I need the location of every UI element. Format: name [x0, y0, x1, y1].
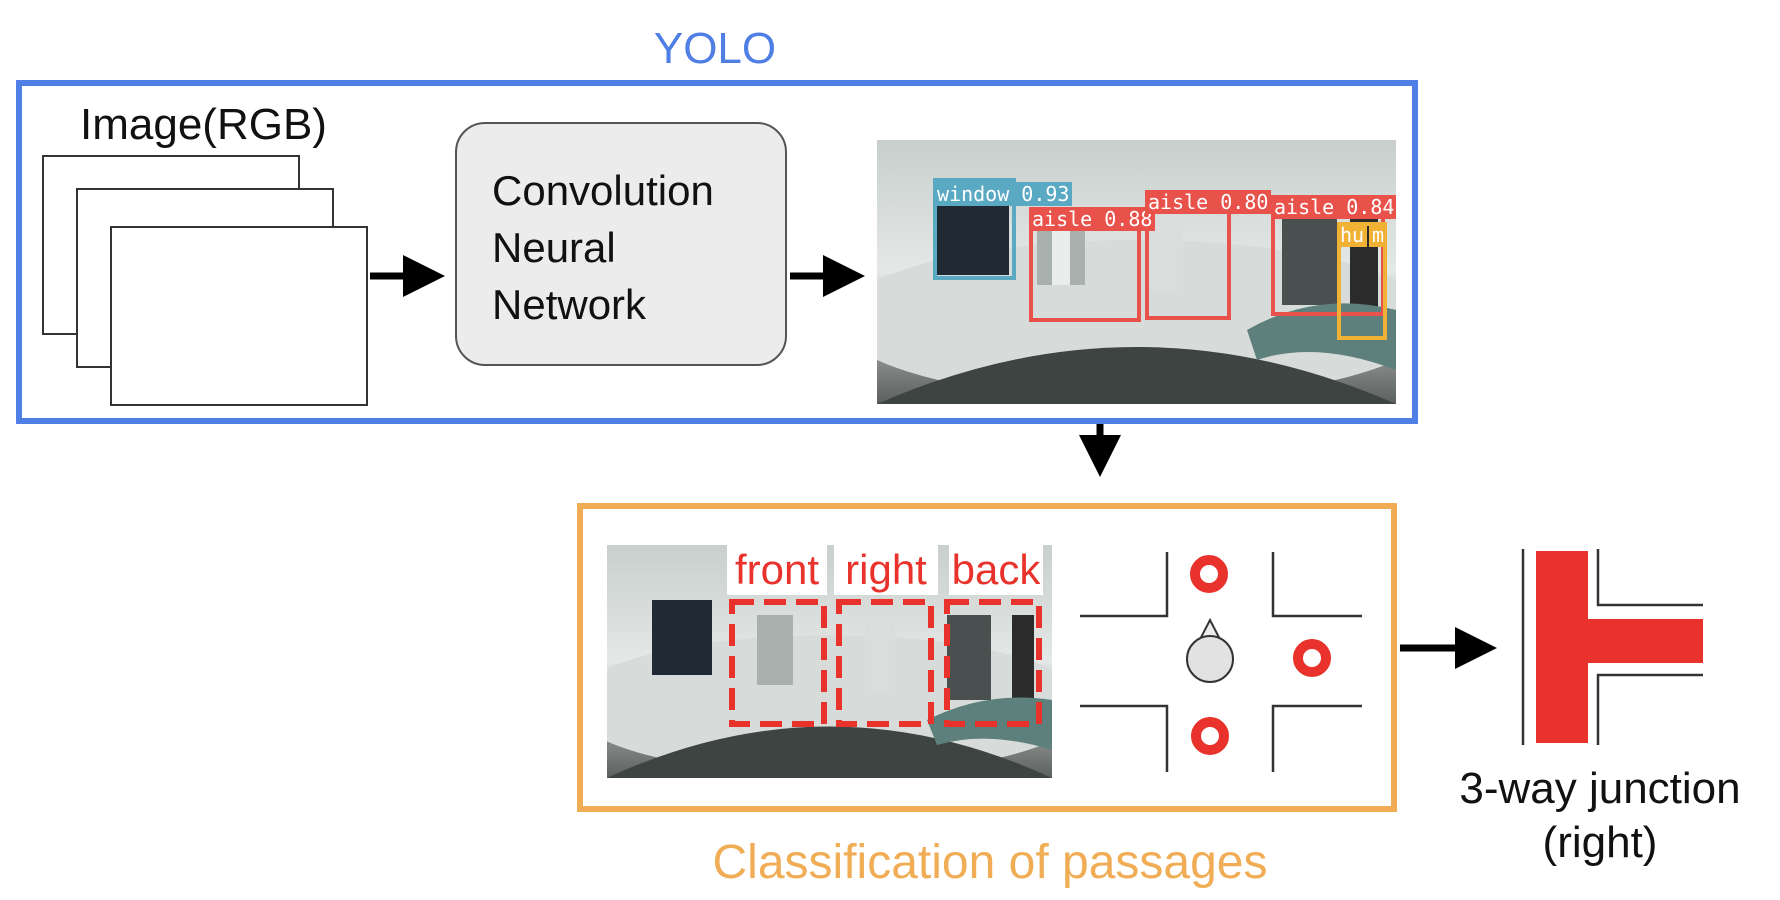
passage-label-front: front — [727, 545, 827, 595]
cnn-label: Convolution Neural Network — [492, 162, 772, 333]
marker-right — [1293, 639, 1331, 677]
junction-shape — [1536, 551, 1703, 743]
detection-tag-human: hu — [1337, 223, 1368, 247]
detection-tag-aisle-3: aisle 0.84 — [1271, 195, 1396, 219]
robot-icon — [1186, 635, 1234, 683]
yolo-title: YOLO — [653, 24, 777, 73]
classification-image: front right back — [607, 545, 1052, 778]
corner-bottom-left — [1080, 704, 1169, 772]
passage-label-right: right — [834, 545, 938, 595]
detection-tag-aisle-1: aisle 0.88 — [1029, 207, 1156, 231]
detection-tag-aisle-2: aisle 0.80 — [1145, 190, 1272, 214]
detection-tag-window: window 0.93 — [934, 182, 1073, 206]
classification-title: Classification of passages — [712, 836, 1268, 889]
cnn-box — [455, 122, 787, 366]
detection-image: window 0.93 aisle 0.88 aisle 0.80 aisle … — [877, 140, 1396, 404]
image-sheet-front — [110, 226, 368, 406]
corner-top-right — [1271, 552, 1362, 618]
input-image-label: Image(RGB) — [80, 100, 327, 149]
yolo-box — [16, 80, 1418, 424]
cnn-label-line-1: Convolution — [492, 167, 714, 214]
marker-back — [1191, 717, 1229, 755]
corner-bottom-right — [1271, 704, 1362, 772]
detection-tag-human-2: m — [1369, 223, 1388, 247]
passage-label-back: back — [949, 545, 1043, 595]
result-label-line-1: 3-way junction — [1459, 764, 1741, 813]
intersection-schematic — [1080, 552, 1362, 772]
result-label-line-2: (right) — [1542, 818, 1658, 867]
classification-box — [577, 503, 1397, 812]
junction-icon — [1521, 549, 1703, 745]
marker-front — [1190, 555, 1228, 593]
detection-panorama-photo — [877, 140, 1396, 404]
classification-panorama-photo — [607, 545, 1052, 778]
cnn-label-line-3: Network — [492, 281, 647, 328]
result-label: 3-way junction (right) — [1420, 762, 1780, 870]
cnn-label-line-2: Neural — [492, 224, 616, 271]
corner-top-left — [1080, 552, 1169, 618]
